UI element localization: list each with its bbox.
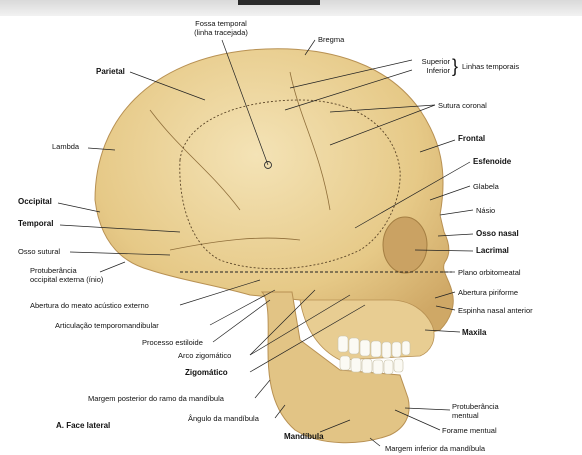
- label-inferior: Inferior: [426, 66, 450, 75]
- label-bregma: Bregma: [318, 35, 345, 44]
- label-mandibula: Mandíbula: [284, 432, 324, 441]
- label-angulo-mandibula: Ângulo da mandíbula: [188, 414, 259, 423]
- label-nasio: Násio: [476, 206, 496, 215]
- sutures: [149, 71, 331, 251]
- leader-lines: [57, 39, 474, 447]
- label-brace: }: [452, 56, 459, 76]
- label-margem-inferior: Margem inferior da mandíbula: [385, 444, 486, 453]
- label-sutura-coronal: Sutura coronal: [438, 101, 487, 110]
- label-abertura-piriforme: Abertura piriforme: [458, 288, 519, 297]
- label-lambda: Lambda: [52, 142, 80, 151]
- label-articulacao-tm: Articulação temporomandibular: [55, 321, 159, 330]
- label-plano-orbitomeatal: Plano orbitomeatal: [458, 268, 521, 277]
- label-forame-mentual: Forame mentual: [442, 426, 497, 435]
- label-arco-zigomatico: Arco zigomático: [178, 351, 232, 360]
- browser-tab[interactable]: [238, 0, 320, 5]
- temporal-fossa-marker: [264, 161, 272, 169]
- label-superior: Superior: [421, 57, 450, 66]
- label-maxila: Maxila: [462, 328, 487, 337]
- label-fossa-temporal: Fossa temporal (linha tracejada): [194, 19, 248, 37]
- label-occipital: Occipital: [18, 197, 52, 206]
- label-parietal: Parietal: [96, 67, 125, 76]
- label-frontal: Frontal: [458, 134, 486, 143]
- cranium: [94, 48, 454, 353]
- figure-caption: A. Face lateral: [56, 421, 111, 430]
- teeth: [337, 335, 411, 375]
- orbit: [382, 216, 428, 274]
- browser-top-bar: [0, 0, 582, 16]
- label-abertura-meato: Abertura do meato acústico externo: [30, 301, 149, 310]
- label-glabela: Glabela: [473, 182, 499, 191]
- label-linhas-temporais: Linhas temporais: [462, 62, 520, 71]
- label-protuberancia-occipital: Protuberância occipital externa (ínio): [30, 266, 104, 284]
- label-protuberancia-mentual: Protuberância mentual: [452, 402, 499, 420]
- label-processo-estiloide: Processo estiloide: [142, 338, 203, 347]
- label-osso-sutural: Osso sutural: [18, 247, 61, 256]
- label-osso-nasal: Osso nasal: [476, 229, 519, 238]
- label-espinha-nasal: Espinha nasal anterior: [458, 306, 533, 315]
- temporal-fossa-outline: [179, 99, 401, 270]
- label-lacrimal: Lacrimal: [476, 246, 509, 255]
- label-margem-posterior-ramo: Margem posterior do ramo da mandíbula: [88, 394, 224, 403]
- label-zigomatico: Zigomático: [185, 368, 228, 377]
- mandible: [260, 291, 410, 444]
- label-temporal: Temporal: [18, 219, 54, 228]
- label-esfenoide: Esfenoide: [473, 157, 512, 166]
